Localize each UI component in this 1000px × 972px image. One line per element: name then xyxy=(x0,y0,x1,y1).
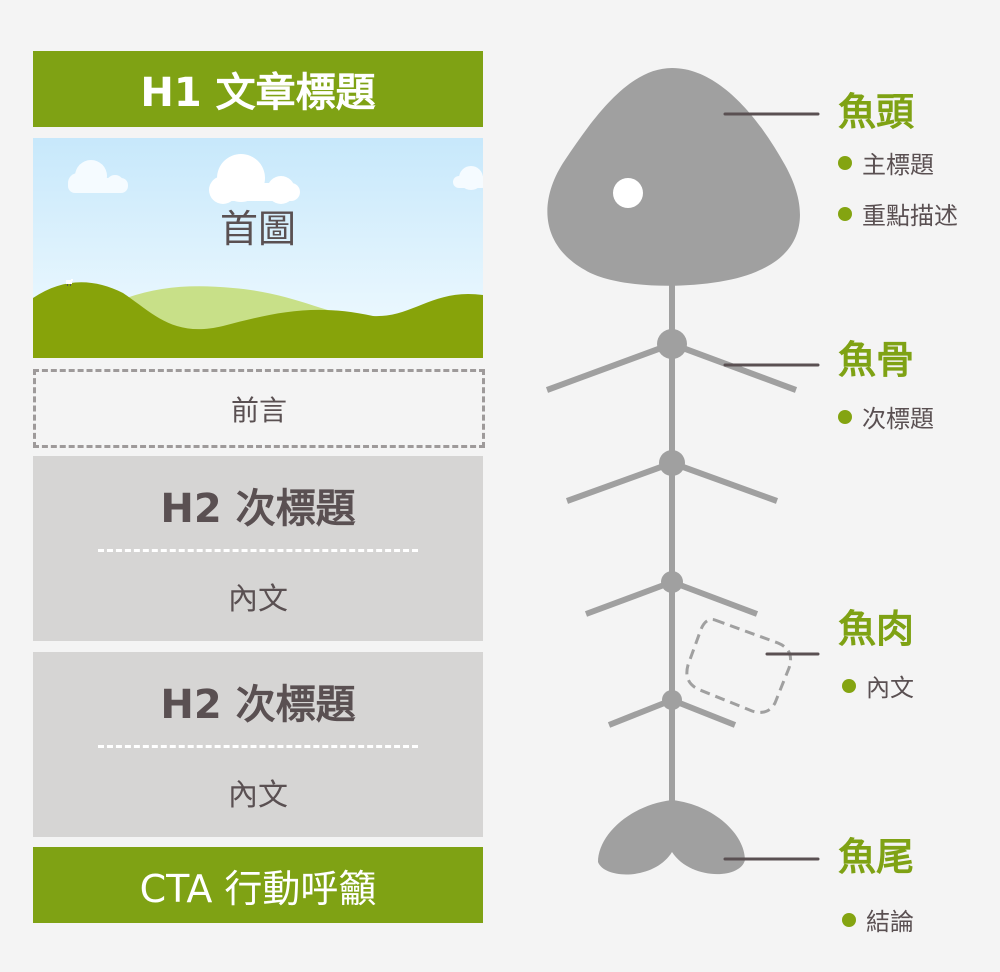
bullet-dot-icon xyxy=(842,912,856,927)
fish-head-label: 魚頭 主標題 重點描述 xyxy=(838,93,958,231)
bullet-text: 內文 xyxy=(866,674,914,702)
fish-flesh-icon xyxy=(685,618,793,714)
section-divider xyxy=(98,745,418,748)
section-block: H2 次標題 內文 xyxy=(33,652,483,837)
bullet-text: 結論 xyxy=(866,908,914,936)
fish-bone-label: 魚骨 次標題 xyxy=(838,341,934,434)
cta-block: CTA 行動呼籲 xyxy=(33,847,483,923)
section-heading: H2 次標題 xyxy=(160,486,356,532)
h1-title-text: H1 文章標題 xyxy=(140,70,376,116)
cloud-icon xyxy=(68,160,128,193)
fish-bones-icon xyxy=(545,285,798,805)
bullet-item: 重點描述 xyxy=(838,196,958,231)
fish-flesh-label: 魚肉 內文 xyxy=(838,610,914,703)
bullet-item: 主標題 xyxy=(838,145,958,180)
intro-label: 前言 xyxy=(230,393,287,427)
h1-title-block: H1 文章標題 xyxy=(33,51,483,127)
bullet-text: 次標題 xyxy=(862,405,934,433)
bullet-item: 結論 xyxy=(842,902,914,937)
hero-image-block: 首圖 xyxy=(33,138,483,358)
cloud-icon xyxy=(209,154,300,204)
fish-tail-icon xyxy=(598,800,745,875)
fish-flesh-title: 魚肉 xyxy=(838,607,915,651)
fish-head-title: 魚頭 xyxy=(838,90,915,134)
bullet-dot-icon xyxy=(842,678,856,693)
fish-bone-title: 魚骨 xyxy=(838,338,915,382)
bullet-dot-icon xyxy=(838,409,852,424)
bullet-text: 重點描述 xyxy=(862,202,958,230)
section-body: 內文 xyxy=(228,582,288,617)
fish-eye-icon xyxy=(613,178,643,208)
section-divider xyxy=(98,549,418,552)
bullet-text: 主標題 xyxy=(862,151,934,179)
sheep-icon xyxy=(66,279,73,286)
bullet-item: 次標題 xyxy=(838,399,934,434)
cta-label: CTA 行動呼籲 xyxy=(139,866,377,911)
bullet-dot-icon xyxy=(838,206,852,221)
fish-head-icon xyxy=(547,68,800,286)
pointer-lines xyxy=(723,112,820,861)
hero-label: 首圖 xyxy=(219,207,296,251)
section-block: H2 次標題 內文 xyxy=(33,456,483,641)
bullet-dot-icon xyxy=(838,155,852,170)
landscape-illustration xyxy=(33,138,483,358)
intro-block: 前言 xyxy=(33,369,485,448)
bullet-item: 內文 xyxy=(842,668,914,703)
fish-tail-title: 魚尾 xyxy=(838,835,915,879)
fish-tail-label: 魚尾 結論 xyxy=(838,838,914,937)
section-body: 內文 xyxy=(228,778,288,813)
section-heading: H2 次標題 xyxy=(160,682,356,728)
cloud-icon xyxy=(453,166,483,190)
